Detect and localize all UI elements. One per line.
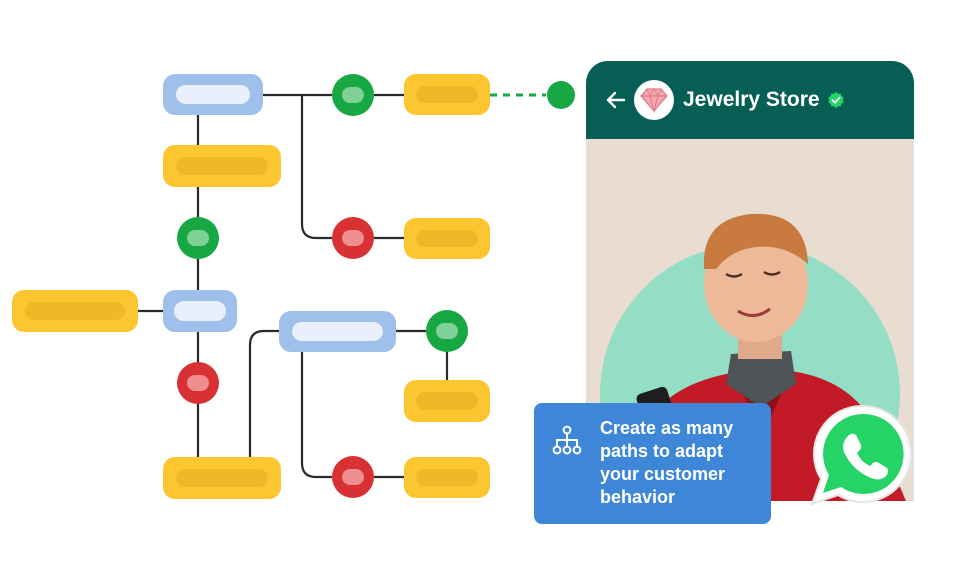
no-node — [332, 456, 374, 498]
arrow-left-icon[interactable] — [604, 88, 628, 112]
diamond-icon — [640, 87, 668, 113]
store-avatar[interactable] — [634, 80, 674, 120]
callout-text: Create as many paths to adapt your custo… — [600, 418, 734, 507]
action-node — [404, 457, 490, 498]
chat-header: Jewelry Store — [586, 61, 914, 139]
flow-branch-icon — [552, 425, 582, 455]
action-node — [163, 457, 281, 499]
no-node — [332, 217, 374, 259]
question-node — [163, 74, 263, 115]
no-node — [177, 362, 219, 404]
question-node — [279, 311, 396, 352]
action-node — [404, 218, 490, 259]
action-node — [404, 380, 490, 422]
action-node — [404, 74, 490, 115]
yes-node — [426, 310, 468, 352]
verified-badge-icon — [828, 91, 844, 109]
yes-node — [332, 74, 374, 116]
connector-dot — [547, 81, 575, 109]
feature-callout: Create as many paths to adapt your custo… — [534, 403, 771, 524]
action-node — [163, 145, 281, 187]
store-name[interactable]: Jewelry Store — [683, 88, 820, 111]
action-node — [12, 290, 138, 332]
question-node — [163, 290, 237, 332]
yes-node — [177, 217, 219, 259]
whatsapp-logo-icon — [810, 404, 912, 506]
